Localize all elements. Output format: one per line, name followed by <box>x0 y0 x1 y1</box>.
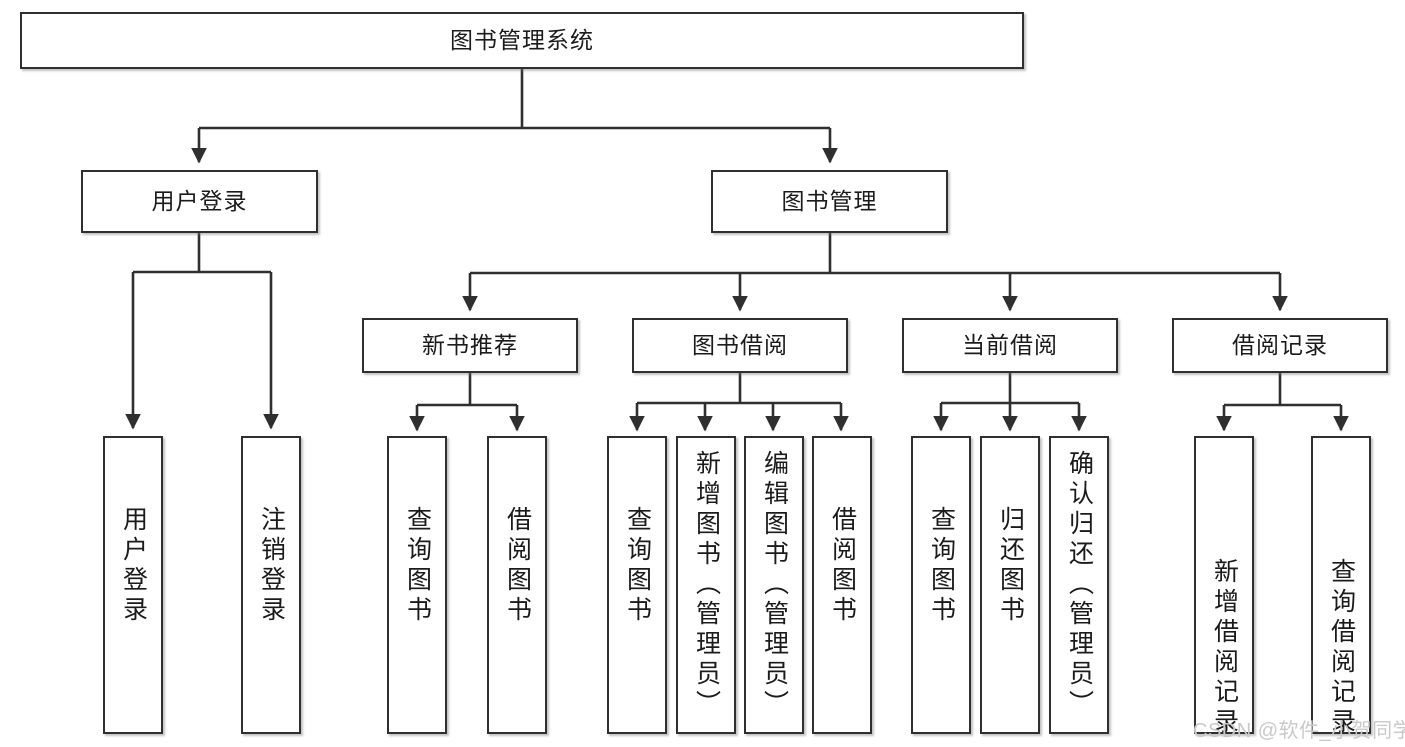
node-user-login[interactable]: 用户登录 <box>81 170 318 233</box>
node-root[interactable]: 图书管理系统 <box>20 12 1024 69</box>
node-leaf-user-login-login[interactable]: 用户登录 <box>103 436 163 734</box>
node-borrow-record-label: 借阅记录 <box>1232 331 1328 358</box>
node-leaf-bookborrow-add-book[interactable]: 新增图书（管理员） <box>676 436 736 734</box>
node-book-manage[interactable]: 图书管理 <box>711 170 948 233</box>
node-book-borrow-label: 图书借阅 <box>692 331 788 358</box>
node-leaf-borrowrecord-query-record[interactable]: 查询借阅记录 <box>1311 436 1371 734</box>
node-leaf-label: 查询借阅记录 <box>1327 558 1356 734</box>
node-leaf-label: 借阅图书 <box>503 506 532 626</box>
node-leaf-newbook-query-book[interactable]: 查询图书 <box>387 436 447 734</box>
node-leaf-label: 查询图书 <box>927 506 956 626</box>
node-leaf-label: 新增借阅记录 <box>1210 558 1239 734</box>
node-book-manage-label: 图书管理 <box>781 187 878 214</box>
node-current-borrow-label: 当前借阅 <box>962 331 1058 358</box>
node-leaf-user-login-logout[interactable]: 注销登录 <box>241 436 301 734</box>
node-leaf-bookborrow-edit-book[interactable]: 编辑图书（管理员） <box>744 436 804 734</box>
node-leaf-currentborrow-return-book[interactable]: 归还图书 <box>980 436 1040 734</box>
watermark-text: CSDN @软件_小贺同学 <box>1193 720 1405 742</box>
node-leaf-newbook-borrow-book[interactable]: 借阅图书 <box>487 436 547 734</box>
node-current-borrow[interactable]: 当前借阅 <box>902 318 1118 373</box>
node-leaf-label: 查询图书 <box>623 506 652 626</box>
node-new-book-recommend[interactable]: 新书推荐 <box>362 318 578 373</box>
node-user-login-label: 用户登录 <box>151 187 248 214</box>
node-leaf-label: 编辑图书（管理员） <box>760 450 789 720</box>
node-leaf-borrowrecord-add-record[interactable]: 新增借阅记录 <box>1194 436 1254 734</box>
node-leaf-currentborrow-confirm-return[interactable]: 确认归还（管理员） <box>1049 436 1109 734</box>
node-book-borrow[interactable]: 图书借阅 <box>632 318 848 373</box>
node-leaf-label: 归还图书 <box>996 506 1025 626</box>
node-leaf-label: 借阅图书 <box>828 506 857 626</box>
node-new-book-recommend-label: 新书推荐 <box>422 331 518 358</box>
node-leaf-label: 查询图书 <box>403 506 432 626</box>
node-root-label: 图书管理系统 <box>450 26 594 53</box>
node-leaf-bookborrow-query-book[interactable]: 查询图书 <box>607 436 667 734</box>
node-leaf-label: 注销登录 <box>257 506 286 626</box>
node-leaf-label: 用户登录 <box>119 506 148 626</box>
node-leaf-bookborrow-borrow-book[interactable]: 借阅图书 <box>812 436 872 734</box>
node-leaf-label: 确认归还（管理员） <box>1065 450 1094 720</box>
node-leaf-currentborrow-query-book[interactable]: 查询图书 <box>911 436 971 734</box>
node-leaf-label: 新增图书（管理员） <box>692 450 721 720</box>
node-borrow-record[interactable]: 借阅记录 <box>1172 318 1388 373</box>
